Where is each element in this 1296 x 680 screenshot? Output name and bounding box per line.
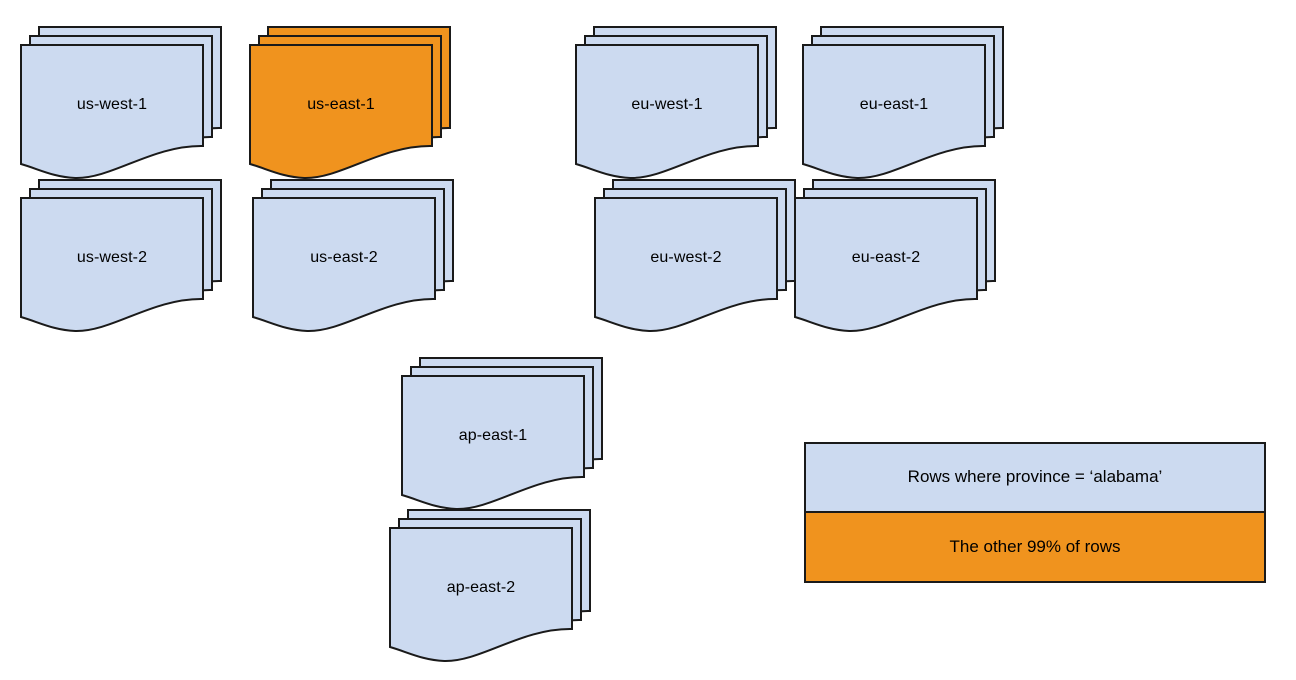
region-stack-eu-east-1[interactable]: eu-east-1 [802, 26, 1004, 184]
document-stack-shape [252, 179, 454, 333]
document-stack-shape [594, 179, 796, 333]
region-stack-eu-west-1[interactable]: eu-west-1 [575, 26, 777, 184]
legend-label: Rows where province = ‘alabama’ [907, 467, 1163, 487]
document-sheet-1 [594, 197, 778, 333]
document-sheet-1 [794, 197, 978, 333]
document-stack-shape [575, 26, 777, 180]
document-sheet-1 [252, 197, 436, 333]
document-sheet-1 [389, 527, 573, 663]
region-stack-eu-east-2[interactable]: eu-east-2 [794, 179, 996, 337]
region-stack-us-east-2[interactable]: us-east-2 [252, 179, 454, 337]
legend-label: The other 99% of rows [949, 536, 1121, 556]
document-stack-shape [802, 26, 1004, 180]
region-stack-us-west-1[interactable]: us-west-1 [20, 26, 222, 184]
region-stack-eu-west-2[interactable]: eu-west-2 [594, 179, 796, 337]
legend-row-matching-rows: Rows where province = ‘alabama’ [806, 444, 1264, 513]
document-stack-shape [249, 26, 451, 180]
region-stack-ap-east-1[interactable]: ap-east-1 [401, 357, 603, 515]
document-sheet-1 [20, 44, 204, 180]
region-stack-ap-east-2[interactable]: ap-east-2 [389, 509, 591, 667]
document-stack-shape [20, 26, 222, 180]
legend: Rows where province = ‘alabama’ The other… [804, 442, 1266, 583]
document-stack-shape [389, 509, 591, 663]
document-stack-shape [401, 357, 603, 511]
document-sheet-1 [20, 197, 204, 333]
document-stack-shape [794, 179, 996, 333]
document-sheet-1 [249, 44, 433, 180]
document-stack-shape [20, 179, 222, 333]
legend-row-other-rows: The other 99% of rows [806, 512, 1264, 581]
document-sheet-1 [401, 375, 585, 511]
region-stack-us-west-2[interactable]: us-west-2 [20, 179, 222, 337]
document-sheet-1 [802, 44, 986, 180]
region-stack-us-east-1[interactable]: us-east-1 [249, 26, 451, 184]
document-sheet-1 [575, 44, 759, 180]
